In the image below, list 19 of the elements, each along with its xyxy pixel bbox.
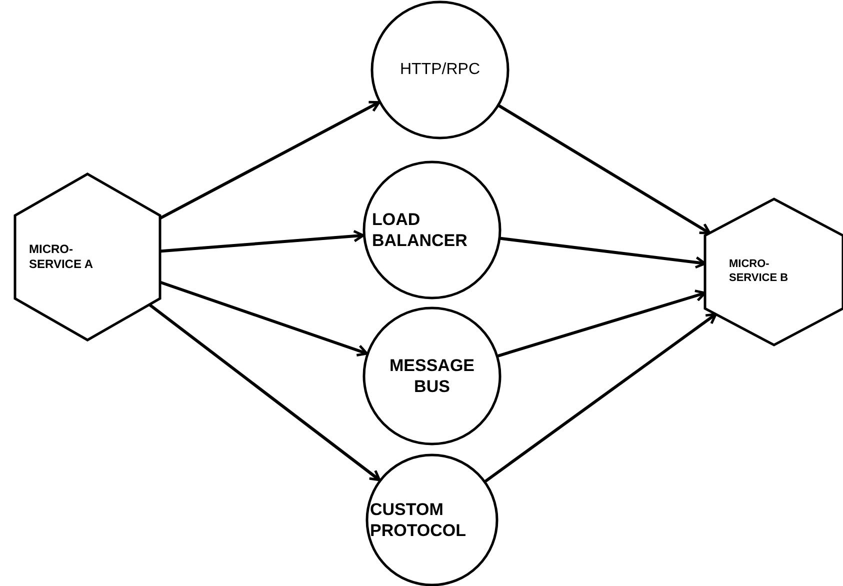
node-label: MICRO-SERVICE A [29,242,94,272]
arrow [484,312,718,483]
channel-circle [371,1,509,139]
arrow [159,230,364,253]
channel-circle [363,161,501,299]
channel-circle [363,307,501,445]
service-hexagon [14,174,160,340]
arrow [500,236,706,269]
node-label: HTTP/RPC [399,60,481,80]
arrow [148,303,381,482]
arrow [158,100,380,220]
node-label: LOAD BALANCER [372,208,468,251]
arrow [498,290,706,358]
arrow [159,280,368,357]
node-label: MICRO-SERVICE B [729,258,790,286]
node-label: CUSTOM PROTOCOL [370,498,468,541]
arrow [498,104,711,234]
service-hexagon [705,199,843,345]
node-label: MESSAGE BUS [388,354,476,397]
